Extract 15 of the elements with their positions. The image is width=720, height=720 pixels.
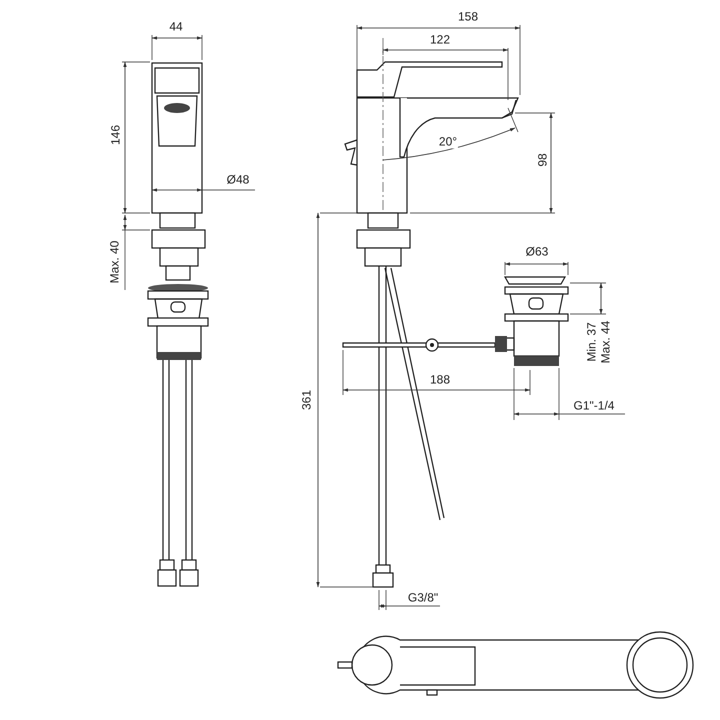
dimension-label: 122 <box>428 34 452 46</box>
dimension-label: 158 <box>456 10 480 24</box>
dimension-label: 44 <box>168 20 184 34</box>
dimension-label: Ø48 <box>226 174 250 186</box>
dimension-label: Max. 44 <box>600 320 612 364</box>
dimension-label: 20° <box>438 136 458 148</box>
dimension-label: 361 <box>300 388 314 412</box>
dimension-label: Ø63 <box>524 246 550 258</box>
dimension-label: G3/8" <box>406 592 440 604</box>
dimension-label: Max. 40 <box>108 240 122 284</box>
dimension-label: 98 <box>536 152 550 168</box>
dimension-label: Min. 37 <box>586 321 598 363</box>
dimension-label: 146 <box>110 124 122 146</box>
dimension-label: 188 <box>428 374 452 386</box>
dimension-label: G1"-1/4 <box>572 400 616 412</box>
